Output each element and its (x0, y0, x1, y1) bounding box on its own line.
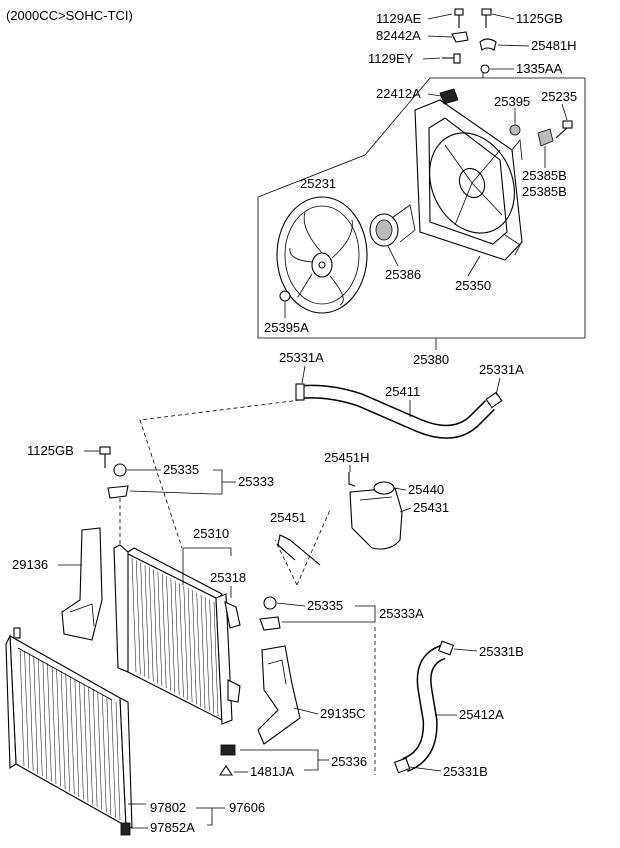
label-97606: 97606 (229, 800, 265, 815)
fan-25231 (276, 196, 368, 314)
label-29136: 29136 (12, 557, 48, 572)
bracket-25333 (107, 485, 129, 499)
label-1129EY: 1129EY (368, 51, 414, 66)
label-25395A: 25395A (264, 320, 309, 335)
grommet-25395 (509, 124, 521, 136)
reservoir-cap-25440 (373, 481, 395, 495)
label-25431: 25431 (413, 500, 449, 515)
label-25335-mid: 25335 (307, 598, 343, 613)
engine-spec-header: (2000CC>SOHC-TCI) (6, 8, 133, 23)
label-25333: 25333 (238, 474, 274, 489)
label-25451: 25451 (270, 510, 306, 525)
reservoir-25431 (349, 487, 403, 550)
label-97852A: 97852A (150, 820, 195, 835)
label-25386: 25386 (385, 267, 421, 282)
fan-assembly-box (257, 77, 586, 339)
label-25350: 25350 (455, 278, 491, 293)
bolt-25235 (555, 120, 573, 139)
label-25451H: 25451H (324, 450, 370, 465)
insulator-25336 (220, 744, 236, 756)
clip-82442A (451, 31, 469, 43)
label-25331A-right: 25331A (479, 362, 524, 377)
label-25231: 25231 (300, 176, 336, 191)
bolt-1125GB-left (99, 446, 111, 468)
label-97802: 97802 (150, 800, 186, 815)
label-25333A: 25333A (379, 606, 424, 621)
bracket-25333A (259, 616, 281, 631)
label-25440: 25440 (408, 482, 444, 497)
label-1481JA: 1481JA (250, 764, 294, 779)
clamp-25331B-top (437, 640, 455, 656)
bracket-25481H (479, 38, 497, 51)
label-22412A: 22412A (376, 86, 421, 101)
label-25412A: 25412A (459, 707, 504, 722)
insulator-1481JA (218, 765, 234, 776)
clamp-25331A-right (485, 391, 503, 409)
nut-1335AA (480, 64, 490, 74)
bolt-1125GB-top (481, 8, 492, 28)
label-25481H: 25481H (531, 38, 577, 53)
clamp-25331B-bottom (393, 757, 411, 774)
air-guard-29135C (257, 645, 301, 745)
bolt-1129EY (442, 53, 461, 64)
bolt-1129AE (454, 8, 464, 28)
label-25310: 25310 (193, 526, 229, 541)
label-25336: 25336 (331, 754, 367, 769)
air-guard-29136 (61, 527, 103, 641)
washer-25395A (279, 290, 291, 302)
label-25331A-left: 25331A (279, 350, 324, 365)
label-25235: 25235 (541, 89, 577, 104)
label-25385B-2: 25385B (522, 184, 567, 199)
label-25385B-1: 25385B (522, 168, 567, 183)
resistor-22412A (439, 88, 459, 105)
label-25380: 25380 (413, 352, 449, 367)
label-29135C: 29135C (320, 706, 366, 721)
clamp-25331A-left (295, 383, 305, 401)
label-25395: 25395 (494, 94, 530, 109)
hose-clip-25451H (348, 472, 356, 487)
label-1125GB-top: 1125GB (516, 11, 563, 26)
radiator-fins (131, 557, 219, 717)
label-82442A: 82442A (376, 28, 421, 43)
radiator-25310 (113, 544, 241, 725)
label-25331B-top: 25331B (479, 644, 524, 659)
label-1125GB-left: 1125GB (27, 443, 74, 458)
label-1335AA: 1335AA (516, 61, 563, 76)
receiver-dryer-97852A (120, 822, 131, 836)
label-1129AE: 1129AE (376, 11, 422, 26)
insulator-25335-mid (263, 596, 277, 610)
label-25411: 25411 (385, 384, 420, 399)
label-25331B-bottom: 25331B (443, 764, 488, 779)
connector-25385B (537, 128, 554, 147)
overflow-hose-25451 (277, 534, 321, 566)
label-25335-top: 25335 (163, 462, 199, 477)
fan-shroud-25350 (414, 99, 523, 261)
label-25318: 25318 (210, 570, 246, 585)
fan-motor-25386 (369, 204, 416, 247)
insulator-25335-top (113, 463, 127, 477)
condenser-fins (19, 647, 121, 821)
